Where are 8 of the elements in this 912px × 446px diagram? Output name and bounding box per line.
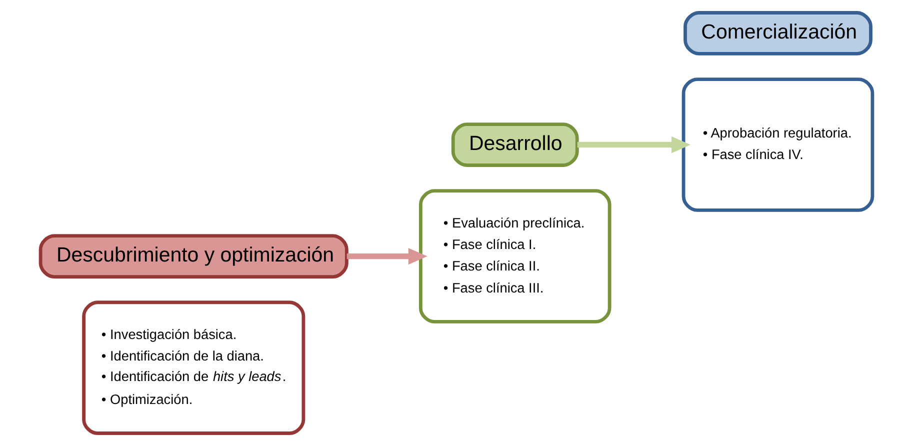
node-box: Descubrimiento y optimización — [38, 234, 348, 278]
node-box: • Aprobación regulatoria. • Fase clínica IV. — [681, 78, 874, 212]
arrow — [346, 248, 427, 265]
node-box: Comercialización — [683, 11, 872, 56]
arrow — [576, 136, 690, 154]
node-box: • Evaluación preclínica. • Fase clínica I. • Fase clínica II. • Fase clínica III. — [418, 189, 611, 324]
node-box: Desarrollo — [450, 122, 578, 167]
node-box: • Investigación básica. • Identificación de la diana. • Identificación de hits y leads. • Optimización. — [82, 300, 305, 435]
